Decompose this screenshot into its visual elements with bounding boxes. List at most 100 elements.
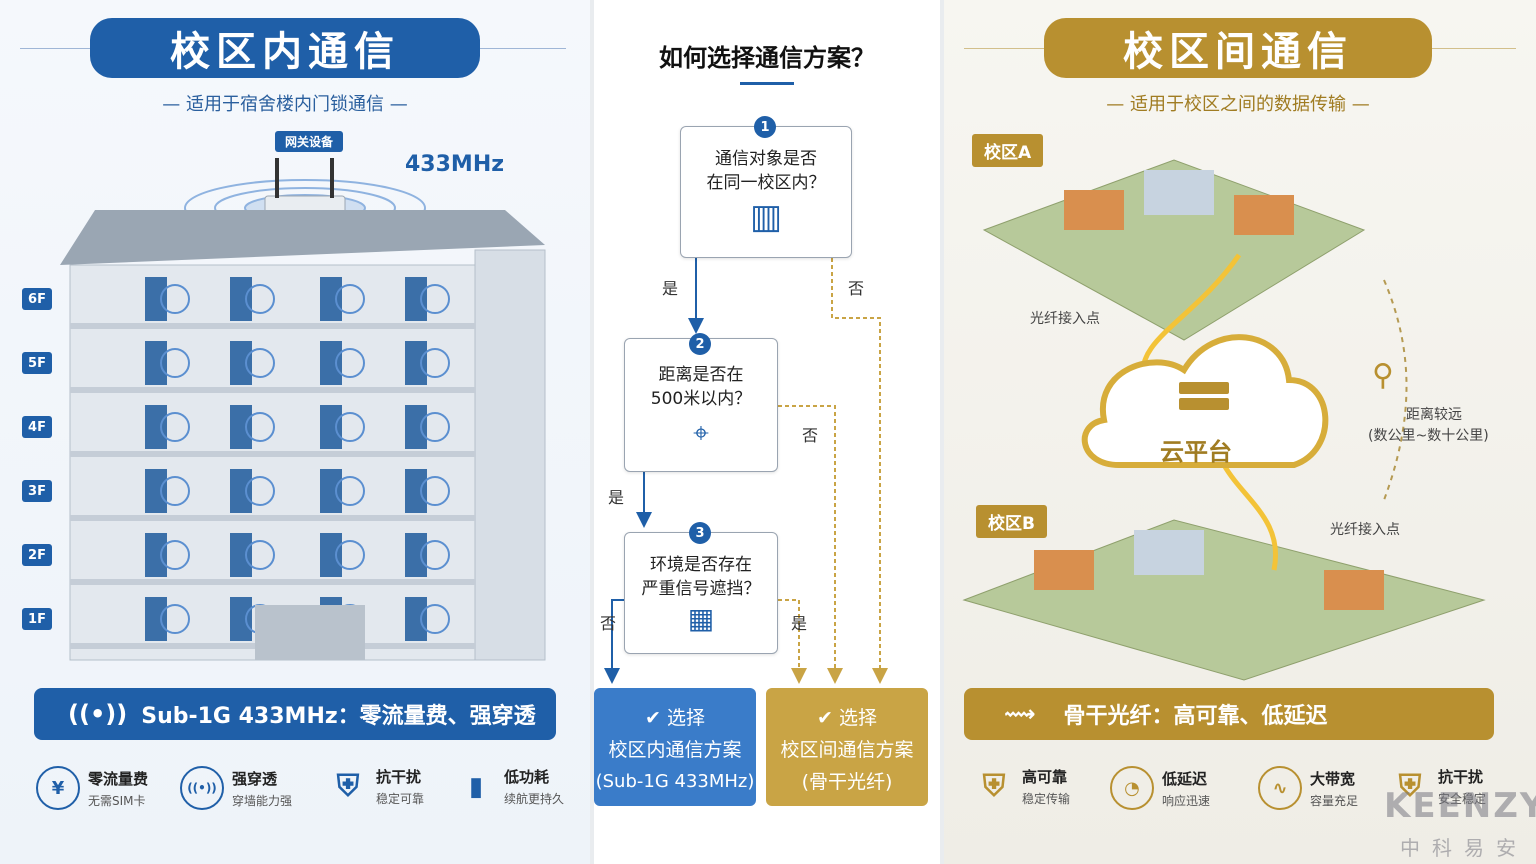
step-2-line2: 500米以内？ — [650, 389, 752, 409]
result-a-line1: 校区内通信方案 — [608, 739, 742, 761]
feature-title: 低功耗 — [504, 768, 550, 786]
intra-campus-panel: 校区内通信 — 适用于宿舍楼内门锁通信 — 网关设备 433MHz 6F 5F 4F… — [0, 0, 590, 864]
intra-campus-subtitle: — 适用于宿舍楼内门锁通信 — — [162, 94, 408, 115]
building-icon: ▥ — [749, 197, 783, 237]
check-icon: ✔ — [645, 707, 667, 729]
inter-campus-panel: 校区间通信 — 适用于校区之间的数据传输 — 校区A 校区B 光纤接入点 光纤接… — [944, 0, 1536, 864]
feature-anti-interference-b: ⛨ 抗干扰安全稳定 — [1390, 766, 1486, 807]
feature-desc: 穿墙能力强 — [232, 793, 293, 808]
check-icon: ✔ — [817, 707, 839, 729]
step-1-box: 通信对象是否 在同一校区内？ ▥ — [680, 126, 852, 258]
flow-title: 如何选择通信方案？ — [659, 44, 875, 72]
feature-desc: 稳定可靠 — [376, 792, 425, 806]
step-2-line1: 距离是否在 — [658, 365, 744, 385]
feature-title: 抗干扰 — [1438, 768, 1484, 786]
feature-title: 零流量费 — [88, 769, 149, 788]
watermark-cn: 中科易安 — [1400, 836, 1528, 860]
floor-tag: 3F — [22, 480, 52, 502]
fiber-point-a: 光纤接入点 — [1030, 311, 1100, 327]
feature-penetration: ((•)) 强穿透穿墙能力强 — [180, 766, 292, 810]
step-2-number: 2 — [689, 333, 711, 355]
bandwidth-icon: ∿ — [1258, 766, 1302, 810]
feature-title: 强穿透 — [232, 769, 278, 788]
result-a-select: 选择 — [666, 707, 705, 729]
step-3-number: 3 — [689, 522, 711, 544]
campus-b-tag: 校区B — [976, 505, 1047, 538]
feature-desc: 续航更持久 — [504, 792, 565, 806]
result-intra-campus: ✔ 选择 校区内通信方案 (Sub-1G 433MHz) — [594, 688, 756, 806]
inter-campus-title: 校区间通信 — [1044, 18, 1432, 78]
label-yes-1: 是 — [662, 279, 679, 298]
flow-connectors — [604, 258, 888, 684]
feature-desc: 无需SIM卡 — [88, 793, 146, 808]
label-yes-3: 是 — [791, 614, 808, 633]
feature-high-reliability: ⛨ 高可靠稳定传输 — [974, 766, 1070, 807]
feature-desc: 安全稳定 — [1438, 792, 1487, 806]
gateway-label: 网关设备 — [275, 131, 344, 152]
step-3-box: 环境是否存在 严重信号遮挡？ ▦ — [624, 532, 778, 654]
distance-note-line2: (数公里~数十公里) — [1368, 428, 1489, 444]
label-no-3: 否 — [600, 614, 617, 633]
label-no-1: 否 — [848, 279, 865, 298]
location-icon: ⌖ — [693, 416, 709, 449]
speedometer-icon: ◔ — [1110, 766, 1154, 810]
dormitory-building — [60, 210, 546, 661]
feature-title: 大带宽 — [1310, 769, 1356, 788]
feature-desc: 容量充足 — [1310, 793, 1359, 808]
step-1-number: 1 — [754, 116, 776, 138]
feature-title: 抗干扰 — [376, 768, 422, 786]
result-a-line2: (Sub-1G 433MHz) — [595, 771, 755, 792]
feature-title: 低延迟 — [1162, 769, 1208, 788]
result-b-line1: 校区间通信方案 — [780, 739, 914, 761]
step-1-line1: 通信对象是否 — [715, 149, 817, 169]
intra-campus-bar: ((•)) Sub-1G 433MHz：零流量费、强穿透 — [34, 688, 556, 740]
feature-title: 高可靠 — [1022, 768, 1068, 786]
floor-tag: 4F — [22, 416, 52, 438]
fiber-cable-icon: ⟿ — [1004, 701, 1036, 727]
feature-desc: 稳定传输 — [1022, 792, 1071, 806]
campus-a-tag: 校区A — [972, 134, 1044, 167]
campus-map — [962, 159, 1486, 681]
feature-low-latency: ◔ 低延迟响应迅速 — [1110, 766, 1210, 810]
yen-icon: ¥ — [36, 766, 80, 810]
decision-flow-panel: 如何选择通信方案？ 通信对象是否 在同一校区内？ ▥ 1 距离是否在 500米以… — [594, 0, 940, 864]
feature-anti-interference: ⛨ 抗干扰稳定可靠 — [328, 766, 424, 807]
feature-zero-traffic: ¥ 零流量费无需SIM卡 — [36, 766, 148, 810]
step-3-line2: 严重信号遮挡？ — [641, 579, 761, 599]
floor-tag: 1F — [22, 608, 52, 630]
step-1-line2: 在同一校区内？ — [706, 173, 826, 193]
divider-left — [590, 0, 594, 864]
inter-campus-bar-text: 骨干光纤：高可靠、低延迟 — [1063, 704, 1328, 729]
location-pin-icon: ⚲ — [1372, 358, 1394, 393]
watermark-brand: KEENZY — [1384, 786, 1536, 826]
feature-high-bandwidth: ∿ 大带宽容量充足 — [1258, 766, 1358, 810]
divider-right — [940, 0, 944, 864]
floor-tag: 6F — [22, 288, 52, 310]
label-no-2: 否 — [802, 426, 819, 445]
inter-campus-bar: ⟿ 骨干光纤：高可靠、低延迟 — [964, 688, 1494, 740]
shield-icon: ⛨ — [1398, 769, 1422, 804]
shield-check-icon: ⛨ — [982, 769, 1006, 804]
wall-icon: ▦ — [687, 602, 715, 635]
title-rule-right — [1428, 48, 1516, 49]
cloud-platform-label: 云平台 — [1160, 438, 1232, 466]
step-3-line1: 环境是否存在 — [650, 555, 752, 575]
battery-icon: ▮ — [468, 771, 484, 802]
label-yes-2: 是 — [608, 488, 625, 507]
result-b-select: 选择 — [838, 707, 877, 729]
signal-icon: ((•)) — [180, 766, 224, 810]
title-rule-right — [478, 48, 566, 49]
title-rule-left — [20, 48, 100, 49]
intra-campus-title: 校区内通信 — [90, 18, 480, 78]
frequency-label: 433MHz — [405, 152, 505, 177]
fiber-point-b: 光纤接入点 — [1330, 522, 1400, 538]
result-inter-campus: ✔ 选择 校区间通信方案 (骨干光纤) — [766, 688, 928, 806]
distance-note-line1: 距离较远 — [1406, 407, 1462, 423]
floor-tag: 5F — [22, 352, 52, 374]
step-2-box: 距离是否在 500米以内？ ⌖ — [624, 338, 778, 472]
shield-icon: ⛨ — [336, 769, 360, 804]
feature-desc: 响应迅速 — [1162, 793, 1211, 808]
title-rule-left — [964, 48, 1068, 49]
flow-title-underline — [740, 82, 794, 85]
floor-tag: 2F — [22, 544, 52, 566]
